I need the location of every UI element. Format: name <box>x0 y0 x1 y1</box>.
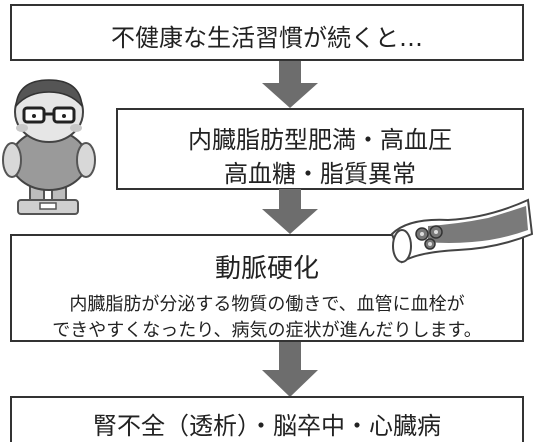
step2-line1: 内臓脂肪型肥満・高血圧 <box>188 126 452 154</box>
flow-step-diseases: 腎不全（透析）・脳卒中・心臓病 <box>10 396 524 442</box>
step3-description-line2: できやすくなったり、病気の症状が進んだりします。 <box>52 320 482 341</box>
step1-text: 不健康な生活習慣が続くと… <box>111 24 423 52</box>
down-arrow-icon <box>262 61 318 108</box>
overweight-person-on-scale-icon <box>2 79 96 215</box>
down-arrow-icon <box>262 342 318 397</box>
flow-step-metabolic-conditions: 内臓脂肪型肥満・高血圧 高血糖・脂質異常 <box>116 108 524 190</box>
step4-text: 腎不全（透析）・脳卒中・心臓病 <box>93 412 441 440</box>
clogged-artery-icon <box>390 198 534 264</box>
step3-description-line1: 内臓脂肪が分泌する物質の働きで、血管に血栓が <box>69 294 465 315</box>
step2-line2: 高血糖・脂質異常 <box>224 160 416 188</box>
flow-step-unhealthy-habits: 不健康な生活習慣が続くと… <box>10 4 524 61</box>
down-arrow-icon <box>262 189 318 234</box>
step3-title: 動脈硬化 <box>214 254 319 284</box>
